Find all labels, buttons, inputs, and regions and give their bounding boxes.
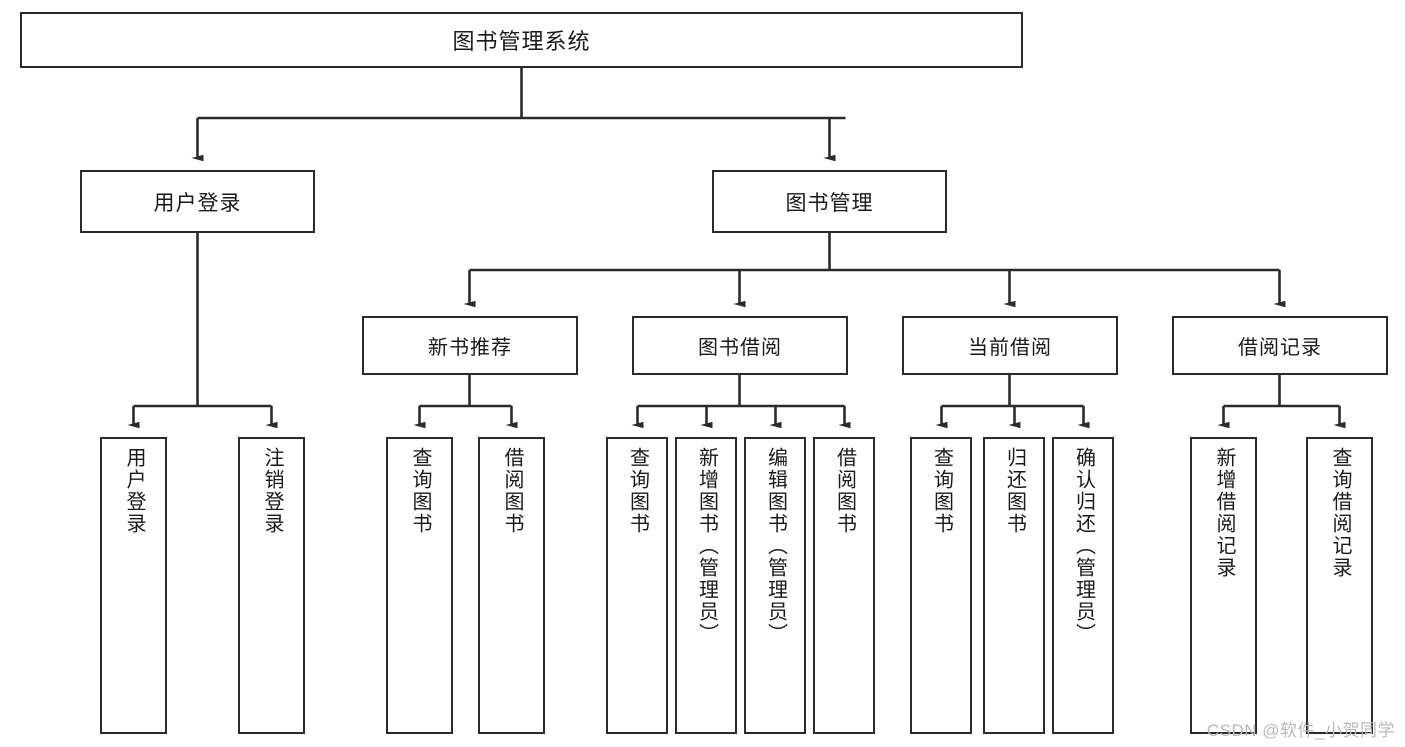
node-label: 图书管理系统 <box>452 29 591 54</box>
node-label: 查询图书 <box>626 447 649 535</box>
node-label: 借阅图书 <box>833 447 856 535</box>
node-book-borrow[interactable]: 图书借阅 <box>632 316 848 375</box>
node-borrow-record[interactable]: 借阅记录 <box>1172 316 1388 375</box>
node-label: 查询图书 <box>409 447 431 535</box>
connector-group-user-login <box>127 233 278 429</box>
node-label: 查询借阅记录 <box>1329 447 1351 579</box>
node-label: 确认归还（管理员） <box>1072 447 1095 645</box>
node-label: 新增借阅记录 <box>1213 447 1235 579</box>
connector-group-root <box>191 68 846 162</box>
node-leaf-br-add-record[interactable]: 新增借阅记录 <box>1190 437 1257 734</box>
node-new-book-recommend[interactable]: 新书推荐 <box>362 316 578 375</box>
node-label: 查询图书 <box>930 447 953 535</box>
node-leaf-bb-edit-book[interactable]: 编辑图书（管理员） <box>744 437 806 734</box>
node-label: 用户登录 <box>123 447 145 535</box>
node-label: 新书推荐 <box>428 337 512 359</box>
node-book-manage[interactable]: 图书管理 <box>712 170 947 233</box>
node-label: 用户登录 <box>153 191 242 215</box>
csdn-watermark: CSDN @软件_小贺同学 <box>1206 721 1395 740</box>
node-user-login[interactable]: 用户登录 <box>80 170 315 233</box>
node-label: 归还图书 <box>1003 447 1026 535</box>
node-label: 新增图书（管理员） <box>695 447 718 645</box>
node-leaf-br-query-record[interactable]: 查询借阅记录 <box>1306 437 1373 734</box>
node-leaf-user-login[interactable]: 用户登录 <box>100 437 167 734</box>
node-leaf-cb-return-book[interactable]: 归还图书 <box>983 437 1045 734</box>
node-leaf-nbr-borrow-book[interactable]: 借阅图书 <box>478 437 545 734</box>
node-label: 编辑图书（管理员） <box>764 447 787 645</box>
node-label: 图书管理 <box>785 191 874 215</box>
node-leaf-nbr-query-book[interactable]: 查询图书 <box>386 437 453 734</box>
node-leaf-bb-borrow-book[interactable]: 借阅图书 <box>813 437 875 734</box>
node-leaf-cb-query-book[interactable]: 查询图书 <box>910 437 972 734</box>
node-label: 图书借阅 <box>698 337 782 359</box>
connector-group-new-book-recommend <box>413 375 518 429</box>
node-leaf-cb-confirm-return[interactable]: 确认归还（管理员） <box>1052 437 1114 734</box>
connector-group-current-borrow <box>935 375 1090 429</box>
node-leaf-user-logout[interactable]: 注销登录 <box>238 437 305 734</box>
connector-group-book-manage <box>463 233 1286 308</box>
node-leaf-bb-add-book[interactable]: 新增图书（管理员） <box>675 437 737 734</box>
node-root[interactable]: 图书管理系统 <box>20 12 1023 68</box>
connector-group-borrow-record <box>1217 375 1346 429</box>
node-current-borrow[interactable]: 当前借阅 <box>902 316 1118 375</box>
node-label: 借阅记录 <box>1238 337 1322 359</box>
node-label: 借阅图书 <box>501 447 523 535</box>
node-leaf-bb-query-book[interactable]: 查询图书 <box>606 437 668 734</box>
node-label: 注销登录 <box>261 447 283 535</box>
connector-group-book-borrow <box>631 375 851 429</box>
node-label: 当前借阅 <box>968 337 1052 359</box>
